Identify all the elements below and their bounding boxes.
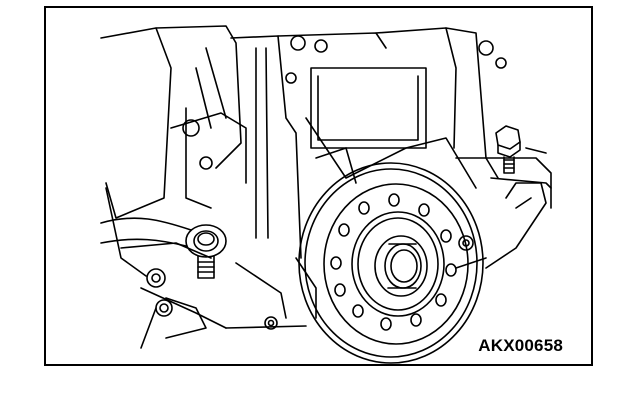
bolt — [197, 255, 215, 279]
flywheel — [298, 162, 484, 364]
figure-code: AKX00658 — [478, 336, 563, 355]
crankshaft-hub — [374, 235, 428, 297]
engine-block — [100, 25, 552, 349]
bolt — [495, 125, 521, 174]
figure-frame: AKX00658 — [44, 6, 593, 366]
engine-illustration — [100, 25, 552, 364]
ring-wrench — [100, 217, 227, 258]
